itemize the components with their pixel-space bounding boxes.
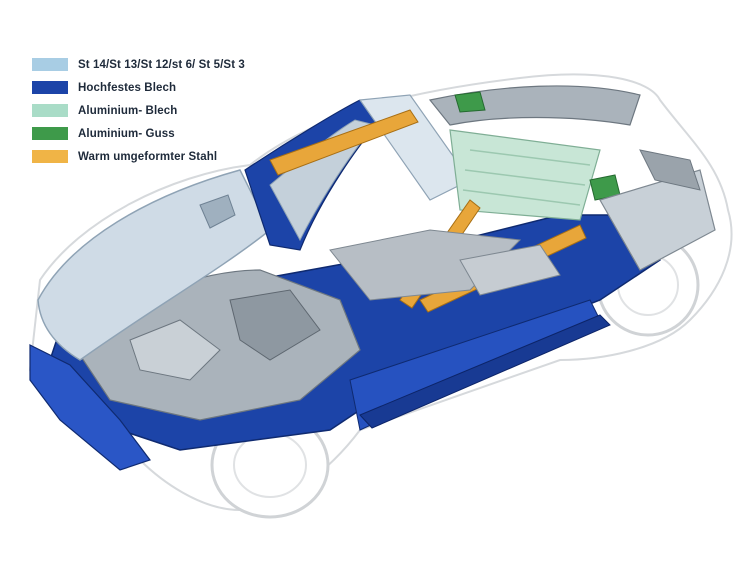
front-bumper [29,344,151,471]
legend-label-aluminium-sheet: Aluminium- Blech [78,104,178,117]
legend-label-mild-steel: St 14/St 13/St 12/st 6/ St 5/St 3 [78,58,245,71]
rear-bulkhead-ribs [462,149,591,206]
rocker-panel [359,314,611,429]
legend-item-aluminium-cast: Aluminium- Guss [32,125,245,142]
engine-detail-1 [129,319,221,381]
legend-label-hot-formed-steel: Warm umgeformter Stahl [78,150,218,163]
legend-item-aluminium-sheet: Aluminium- Blech [32,102,245,119]
legend-swatch-high-strength-steel [32,81,68,94]
seat-mount [459,244,561,296]
hot-formed-roof-rail [269,109,419,176]
roof-frame-rear [428,85,641,126]
legend-swatch-aluminium-sheet [32,104,68,117]
legend-item-mild-steel: St 14/St 13/St 12/st 6/ St 5/St 3 [32,56,245,73]
legend-swatch-aluminium-cast [32,127,68,140]
legend-item-high-strength-steel: Hochfestes Blech [32,79,245,96]
legend-swatch-mild-steel [32,58,68,71]
engine-detail-2 [229,289,321,361]
material-legend: St 14/St 13/St 12/st 6/ St 5/St 3 Hochfe… [32,56,245,165]
cast-node-left [454,91,486,113]
hood-vent [199,194,236,229]
legend-swatch-hot-formed-steel [32,150,68,163]
legend-label-aluminium-cast: Aluminium- Guss [78,127,175,140]
legend-item-hot-formed-steel: Warm umgeformter Stahl [32,148,245,165]
rear-strut [639,149,701,191]
legend-label-high-strength-steel: Hochfestes Blech [78,81,177,94]
